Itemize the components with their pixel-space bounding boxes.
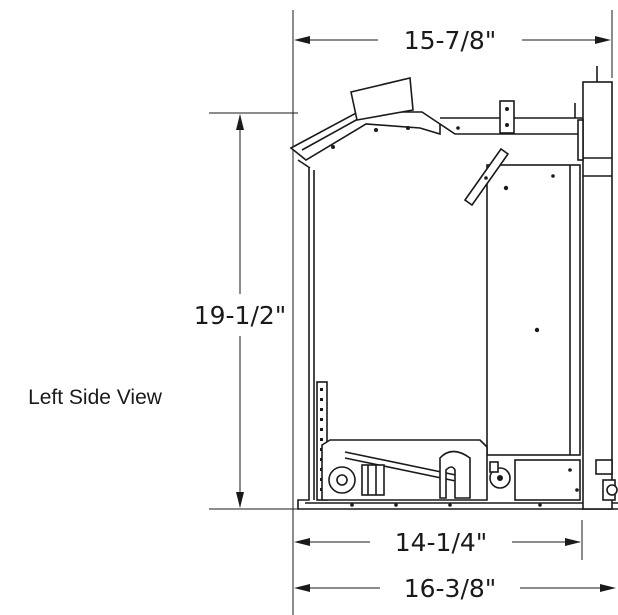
view-label: Left Side View — [28, 386, 163, 409]
product-side-view — [289, 66, 618, 510]
dimension-height: 19-1/2" — [194, 114, 287, 508]
dim-label-top-width: 15-7/8" — [404, 26, 497, 55]
dim-label-overall-depth: 16-3/8" — [404, 574, 497, 603]
dimension-overall-depth: 16-3/8" — [294, 574, 616, 603]
dim-label-height: 19-1/2" — [194, 301, 287, 330]
dim-label-base-depth: 14-1/4" — [395, 528, 488, 557]
extension-lines — [209, 10, 613, 615]
dimension-top-width: 15-7/8" — [294, 26, 611, 55]
dimension-base-depth: 14-1/4" — [294, 528, 581, 557]
